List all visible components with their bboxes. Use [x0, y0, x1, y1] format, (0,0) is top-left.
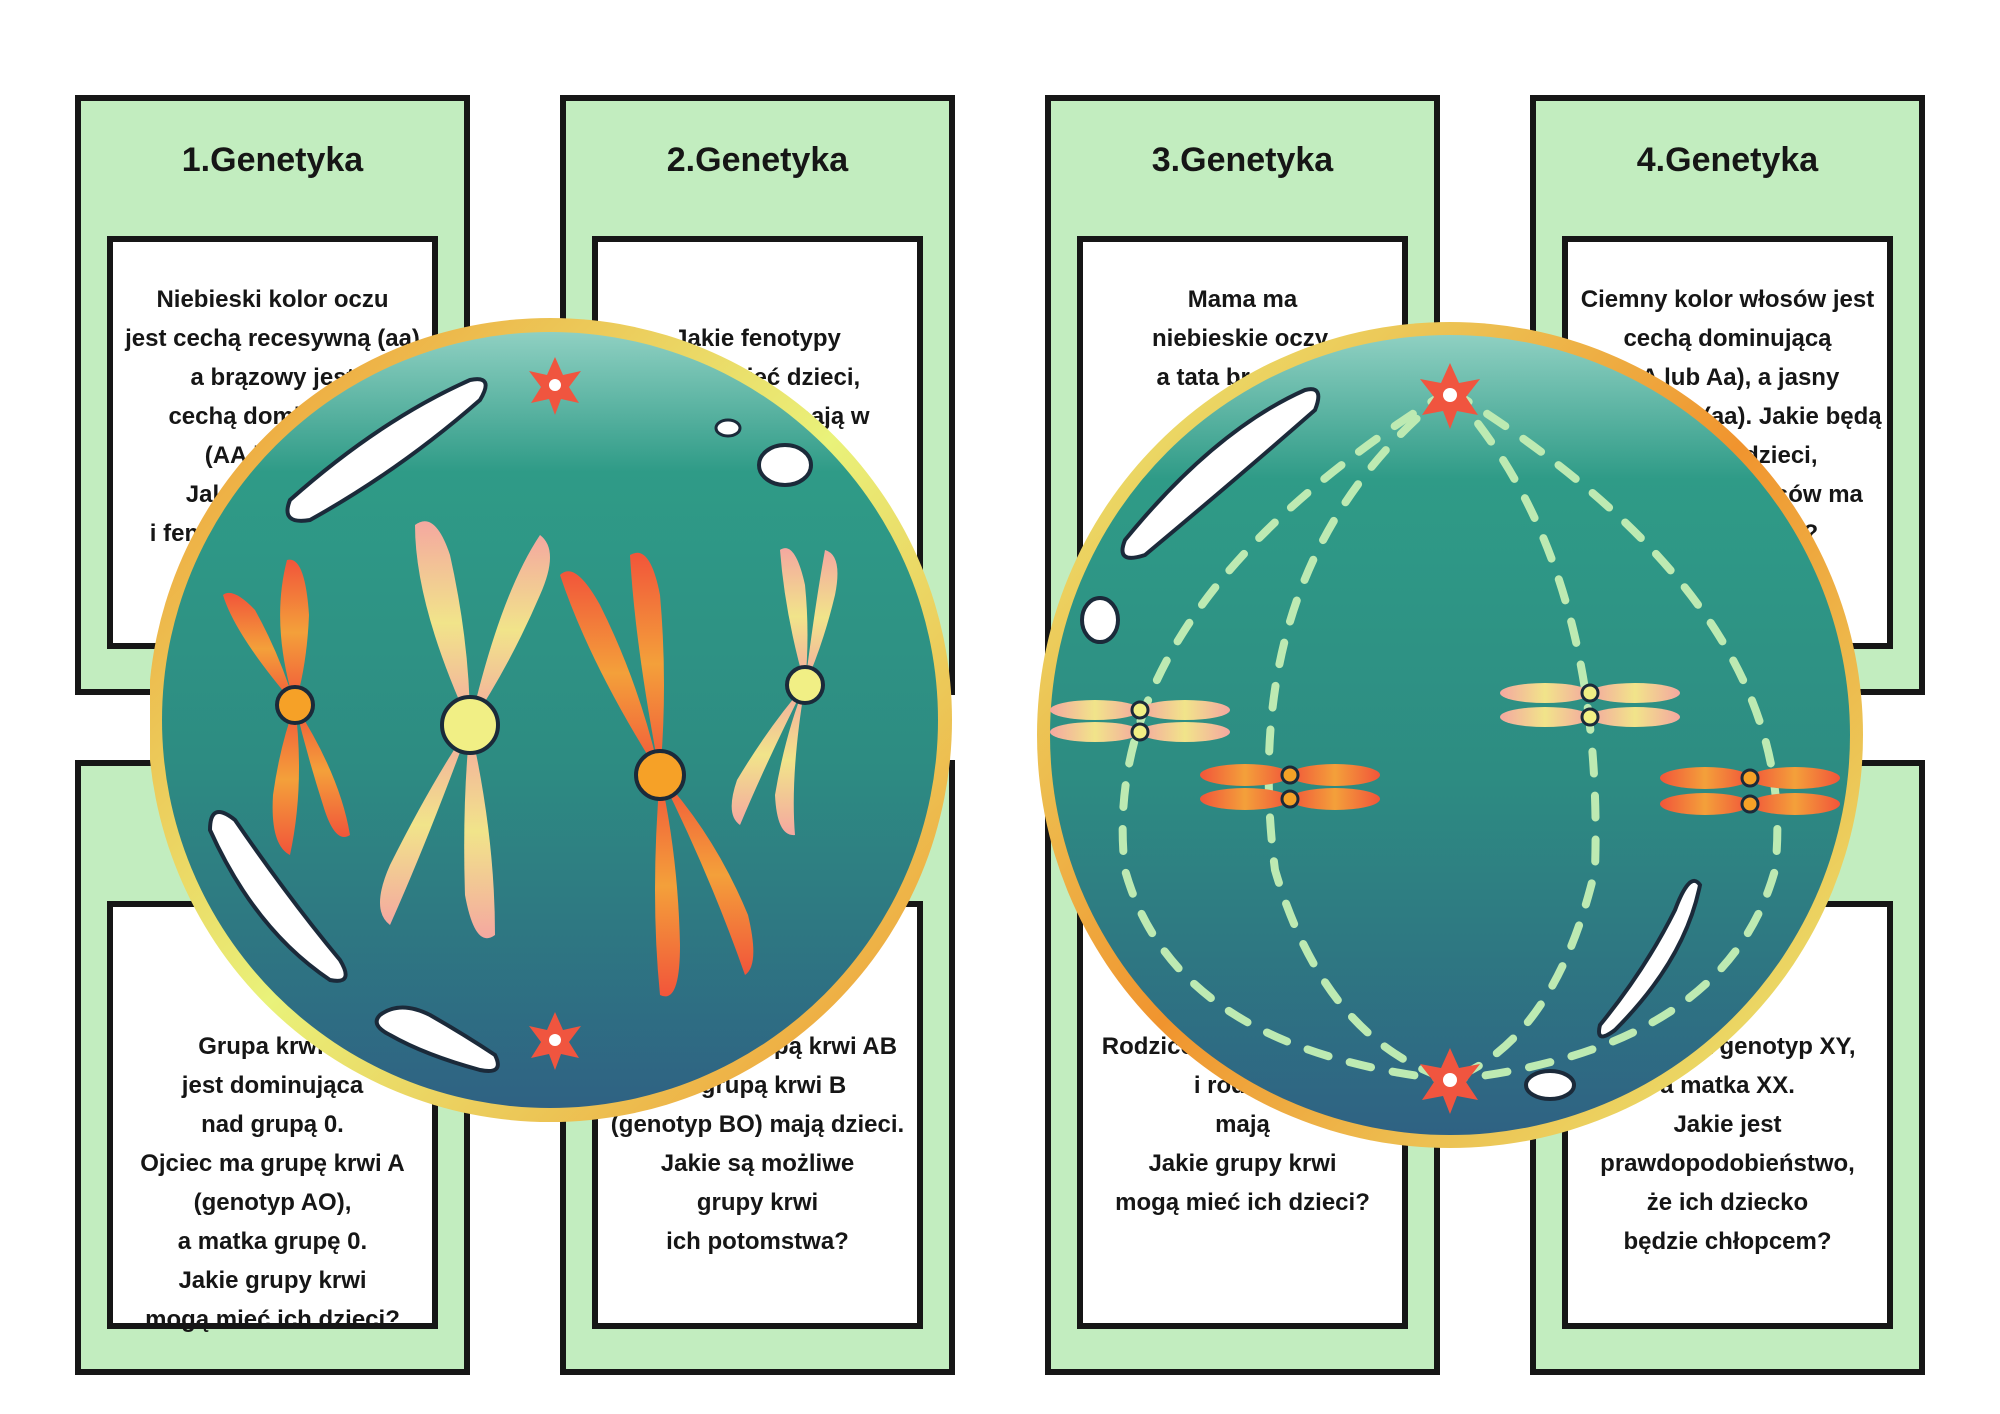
card-title: 2.Genetyka — [666, 141, 849, 179]
chromosome — [1200, 764, 1380, 810]
cytoplasm — [162, 332, 938, 1108]
cytoplasm — [1050, 335, 1850, 1135]
centriole-bottom — [529, 1012, 581, 1070]
vesicle — [374, 1005, 500, 1073]
centriole-top — [1420, 363, 1480, 429]
vesicle — [1597, 878, 1703, 1039]
vesicle — [757, 443, 813, 487]
vesicle — [285, 377, 488, 523]
centriole-top — [529, 357, 581, 415]
cell-illustration-metaphase — [150, 310, 970, 1130]
centriole-bottom — [1420, 1048, 1480, 1114]
chromosome — [1500, 683, 1680, 727]
vesicle — [714, 418, 742, 438]
chromosome — [731, 548, 838, 836]
chromosome — [380, 521, 550, 939]
chromosome — [560, 552, 754, 997]
cell-metaphase-svg — [150, 318, 952, 1122]
chromosome — [223, 559, 350, 855]
vesicle — [207, 810, 348, 983]
vesicle — [1080, 596, 1120, 644]
card-title: 4.Genetyka — [1636, 141, 1819, 179]
cell-illustration-spindle — [1035, 310, 1885, 1170]
vesicle — [1120, 387, 1321, 560]
vesicle — [1524, 1069, 1576, 1101]
cell-spindle-svg — [1037, 322, 1863, 1148]
card-title: 3.Genetyka — [1151, 141, 1334, 179]
chromosome — [1660, 767, 1840, 815]
chromosome — [1050, 700, 1230, 742]
spindle-fibres — [1118, 386, 1782, 1084]
card-title: 1.Genetyka — [181, 141, 364, 179]
